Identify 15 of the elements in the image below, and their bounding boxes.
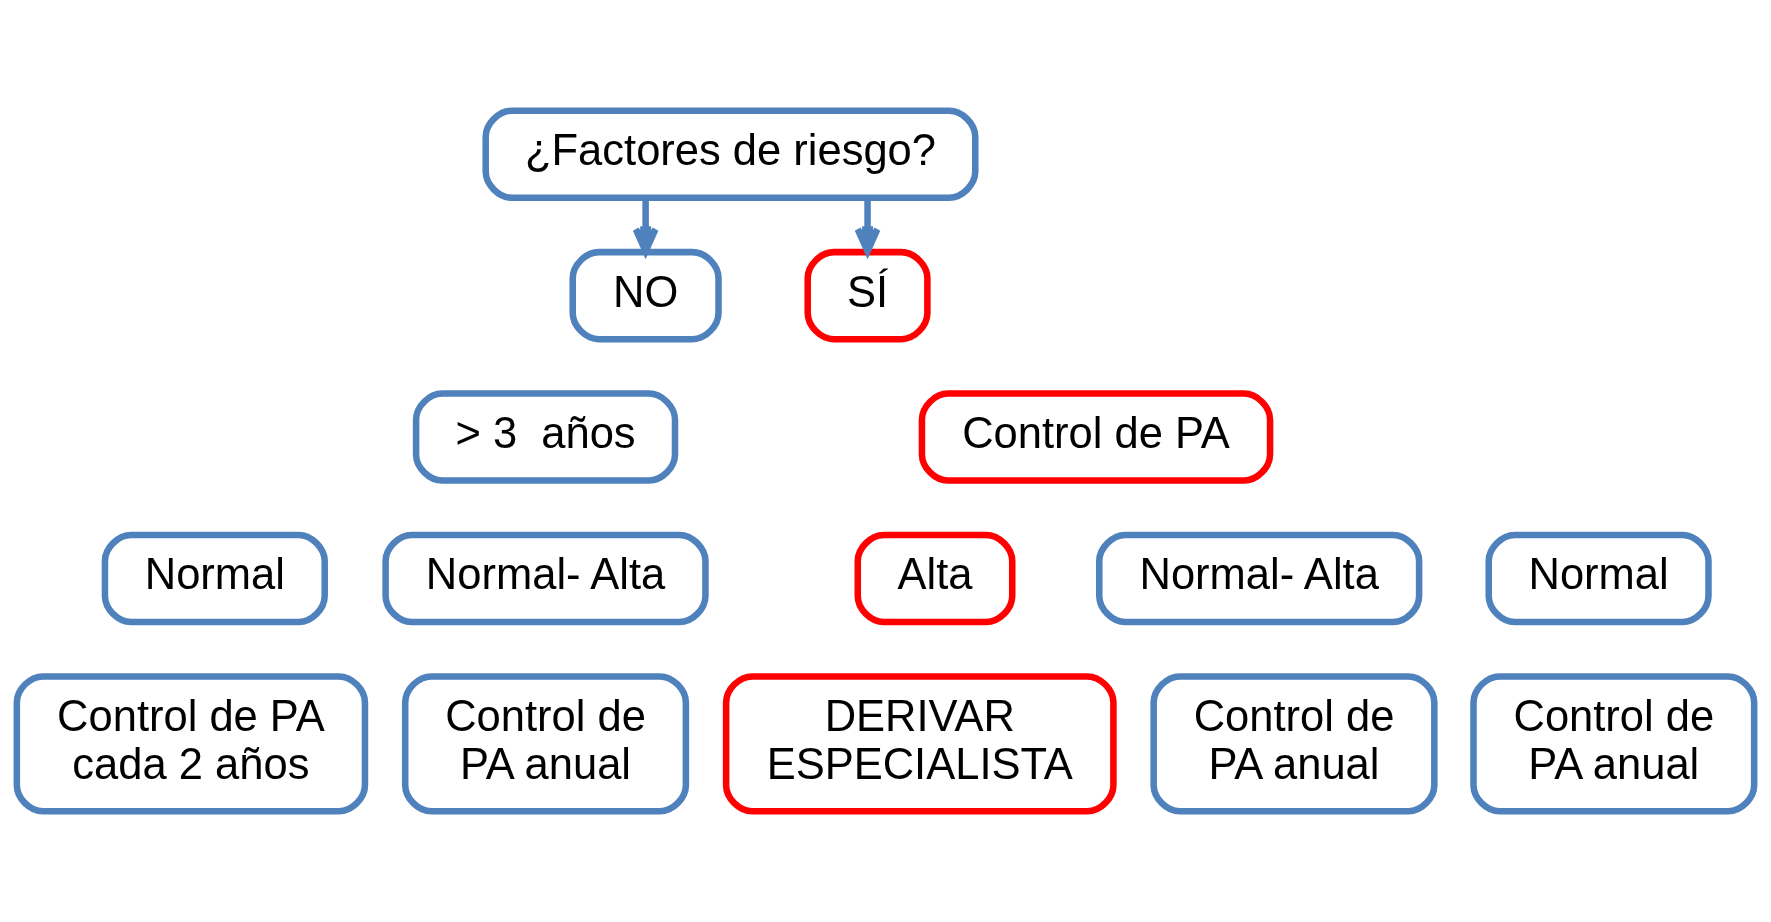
node-box: NO (569, 248, 722, 343)
node-box: Normal (1485, 531, 1712, 626)
node-box: > 3 años (412, 390, 679, 484)
node-box: Control de PA cada 2 años (13, 673, 369, 815)
node-box: Control de PA anual (1150, 673, 1438, 815)
node-box: SÍ (804, 248, 931, 343)
node-box: Normal- Alta (382, 531, 709, 626)
node-box: DERIVAR ESPECIALISTA (722, 673, 1117, 815)
node-box: Control de PA anual (1470, 673, 1758, 815)
node-box: Control de PA anual (401, 673, 690, 815)
node-box: Normal- Alta (1096, 531, 1423, 626)
node-box: Control de PA (918, 390, 1274, 484)
node-box: Alta (854, 531, 1016, 626)
node-box: Normal (101, 531, 328, 626)
node-box: ¿Factores de riesgo? (482, 107, 979, 201)
